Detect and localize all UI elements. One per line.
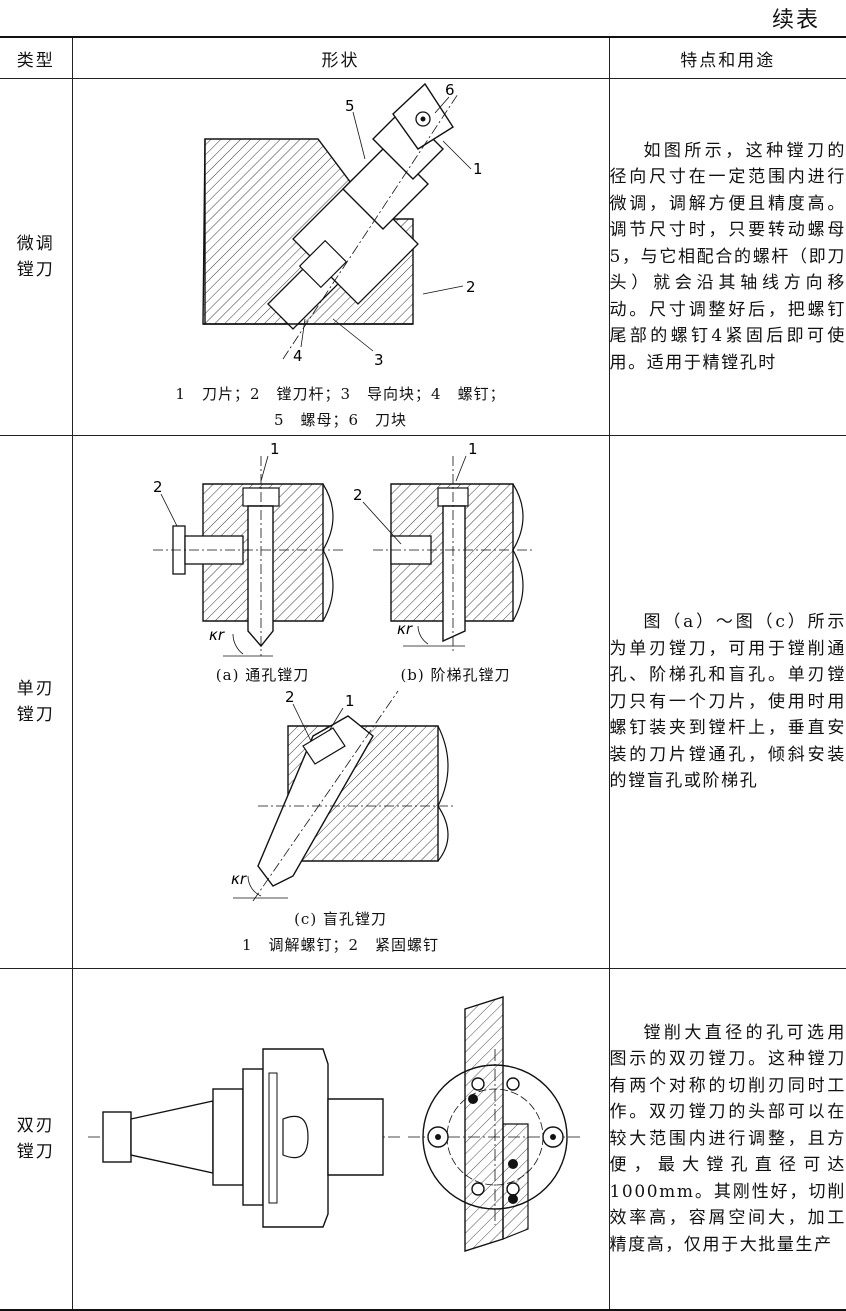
label-4: 4 xyxy=(293,347,303,365)
label-6: 6 xyxy=(445,81,455,99)
table-row: 单刃 镗刀 κr xyxy=(0,435,846,969)
angle-label-b: κr xyxy=(397,620,413,638)
table-row: 双刃 镗刀 xyxy=(0,968,846,1311)
single-edge-boring-tool-drawing: κr 1 2 κr 1 2 xyxy=(152,440,533,902)
shape-cell xyxy=(71,968,610,1311)
type-name: 双刃 镗刀 xyxy=(16,1116,55,1162)
label-a-1: 1 xyxy=(270,440,280,458)
table-row: 微调 镗刀 xyxy=(0,78,846,436)
figure-caption-line2: 5 螺母；6 刀块 xyxy=(273,411,408,429)
boring-tool-table: 类型 形状 特点和用途 微调 镗刀 xyxy=(0,36,846,1311)
label-1: 1 xyxy=(473,160,483,178)
subcaption-a: (a) 通孔镗刀 xyxy=(215,666,310,684)
continued-label: 续表 xyxy=(771,8,820,33)
type-name: 单刃 镗刀 xyxy=(16,679,55,725)
label-c-1: 1 xyxy=(345,692,355,710)
type-cell: 单刃 镗刀 xyxy=(0,435,73,969)
label-3: 3 xyxy=(374,351,384,369)
label-c-2: 2 xyxy=(285,688,295,706)
label-5: 5 xyxy=(345,97,355,115)
header-type: 类型 xyxy=(0,36,73,79)
header-feature: 特点和用途 xyxy=(608,36,846,79)
label-2: 2 xyxy=(466,278,476,296)
subcaption-c: (c) 盲孔镗刀 xyxy=(294,910,387,928)
figure-caption: 1 调解螺钉；2 紧固螺钉 xyxy=(241,936,440,954)
angle-label-a: κr xyxy=(209,626,225,644)
figure-caption-line1: 1 刀片；2 镗刀杆；3 导向块；4 螺钉； xyxy=(175,385,506,403)
shape-cell: κr 1 2 κr 1 2 xyxy=(71,435,610,969)
angle-label-c: κr xyxy=(231,870,247,888)
label-b-2: 2 xyxy=(353,486,363,504)
feature-cell: 如图所示，这种镗刀的径向尺寸在一定范围内进行微调，调解方便且精度高。调节尺寸时，… xyxy=(608,78,846,436)
type-cell: 双刃 镗刀 xyxy=(0,968,73,1311)
header-shape: 形状 xyxy=(71,36,610,79)
label-b-1: 1 xyxy=(468,440,478,458)
feature-cell: 镗削大直径的孔可选用图示的双刃镗刀。这种镗刀有两个对称的切削刃同时工作。双刃镗刀… xyxy=(608,968,846,1311)
type-cell: 微调 镗刀 xyxy=(0,78,73,436)
feature-cell: 图（a）～图（c）所示为单刃镗刀，可用于镗削通孔、阶梯孔和盲孔。单刃镗刀只有一个… xyxy=(608,435,846,969)
table-header-row: 类型 形状 特点和用途 xyxy=(0,36,846,79)
shape-cell: 5 6 1 2 3 4 1 刀片；2 镗刀杆；3 导向块；4 螺钉； 5 螺母；… xyxy=(71,78,610,436)
type-name: 微调 镗刀 xyxy=(16,234,55,280)
subcaption-b: (b) 阶梯孔镗刀 xyxy=(400,666,511,684)
fine-boring-tool-drawing: 5 6 1 2 3 4 xyxy=(201,81,483,369)
label-a-2: 2 xyxy=(153,478,163,496)
double-edge-boring-tool-drawing xyxy=(87,996,583,1252)
